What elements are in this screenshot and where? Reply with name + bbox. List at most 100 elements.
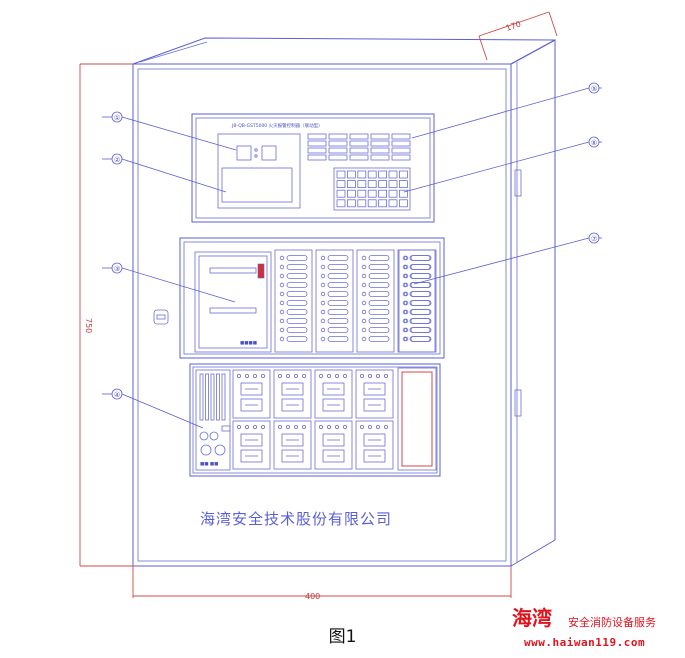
- keypad-key: [378, 180, 388, 189]
- keypad-key: [398, 180, 408, 189]
- keypad-key: [336, 199, 346, 208]
- status-indicator: [370, 154, 390, 161]
- indicator-label: [368, 255, 390, 261]
- module-led: [342, 373, 347, 378]
- module-led: [236, 373, 241, 378]
- indicator-led: [279, 282, 285, 288]
- indicator-label: [327, 291, 349, 297]
- module-unit: [355, 420, 394, 470]
- keypad-key: [378, 170, 388, 179]
- indicator-led: [361, 264, 367, 270]
- indicator-led: [320, 264, 326, 270]
- keypad-key: [336, 180, 346, 189]
- keypad-key: [388, 180, 398, 189]
- status-indicator: [391, 147, 411, 154]
- status-indicator: [307, 154, 327, 161]
- indicator-led: [279, 291, 285, 297]
- indicator-led: [279, 336, 285, 342]
- indicator-label: [327, 309, 349, 315]
- keypad: [336, 170, 408, 208]
- keypad-key: [388, 189, 398, 198]
- keypad-key: [346, 189, 356, 198]
- indicator-label: [286, 309, 308, 315]
- indicator-label: [410, 309, 432, 315]
- indicator-label: [327, 336, 349, 342]
- module-led: [375, 424, 380, 429]
- indicator-led: [403, 309, 409, 315]
- indicator-led: [361, 273, 367, 279]
- indicator-label: [286, 318, 308, 324]
- indicator-column: [274, 249, 313, 353]
- indicator-label: [368, 318, 390, 324]
- status-indicator: [370, 140, 390, 147]
- indicator-label: [286, 336, 308, 342]
- indicator-led: [403, 255, 409, 261]
- status-indicator: [349, 140, 369, 147]
- callout-1: ①: [114, 114, 120, 122]
- keypad-key: [367, 199, 377, 208]
- indicator-label: [327, 273, 349, 279]
- cabinet-body: [132, 37, 556, 567]
- indicator-label: [409, 264, 431, 270]
- status-indicator-grid: [307, 133, 411, 161]
- indicator-led: [403, 327, 409, 333]
- module-led: [285, 373, 290, 378]
- indicator-led: [403, 318, 409, 324]
- indicator-label: [410, 318, 432, 324]
- indicator-label: [410, 255, 432, 261]
- indicator-label: [409, 282, 431, 288]
- manual-bar: [205, 373, 209, 421]
- indicator-label: [368, 300, 390, 306]
- keypad-key: [367, 189, 377, 198]
- module-led: [285, 424, 290, 429]
- indicator-label: [368, 264, 390, 270]
- indicator-label: [409, 255, 431, 261]
- indicator-led: [361, 327, 367, 333]
- status-indicator: [391, 154, 411, 161]
- status-indicator: [307, 147, 327, 154]
- indicator-label: [286, 282, 308, 288]
- callout-2: ②: [114, 156, 120, 164]
- module-window: [322, 433, 345, 447]
- module-unit: [314, 420, 353, 470]
- module-led: [375, 373, 380, 378]
- module-unit: [355, 369, 394, 419]
- depth-dimension: 170: [505, 19, 522, 32]
- status-indicator: [370, 147, 390, 154]
- indicator-led: [320, 309, 326, 315]
- indicator-led: [403, 300, 409, 306]
- indicator-label: [409, 273, 431, 279]
- module-led: [244, 373, 249, 378]
- indicator-label: [286, 273, 308, 279]
- indicator-led: [361, 291, 367, 297]
- indicator-led: [403, 291, 409, 297]
- module-led: [252, 424, 257, 429]
- indicator-led: [320, 291, 326, 297]
- status-indicator: [391, 133, 411, 140]
- keypad-key: [398, 170, 408, 179]
- indicator-led: [361, 255, 367, 261]
- indicator-led: [361, 309, 367, 315]
- figure-caption: 图1: [328, 627, 357, 647]
- indicator-label: [286, 255, 308, 261]
- panel-title: JB-QB-GST5000 火灾报警控制器（联动型）: [231, 122, 323, 129]
- module-led: [301, 424, 306, 429]
- indicator-label: [368, 291, 390, 297]
- callout-7: ⑦: [591, 235, 597, 243]
- indicator-label: [286, 264, 308, 270]
- module-led: [293, 424, 298, 429]
- indicator-led: [320, 273, 326, 279]
- status-indicator: [307, 133, 327, 140]
- manual-bar: [210, 373, 215, 421]
- indicator-label: [410, 273, 432, 279]
- module-led: [260, 424, 265, 429]
- keypad-key: [367, 170, 377, 179]
- module-unit: [273, 369, 312, 419]
- indicator-column: [315, 249, 354, 353]
- indicator-label: [410, 336, 432, 342]
- indicator-label: [327, 318, 349, 324]
- indicator-label: [327, 255, 349, 261]
- indicator-label: [409, 327, 431, 333]
- keypad-key: [346, 180, 356, 189]
- module-led: [252, 373, 257, 378]
